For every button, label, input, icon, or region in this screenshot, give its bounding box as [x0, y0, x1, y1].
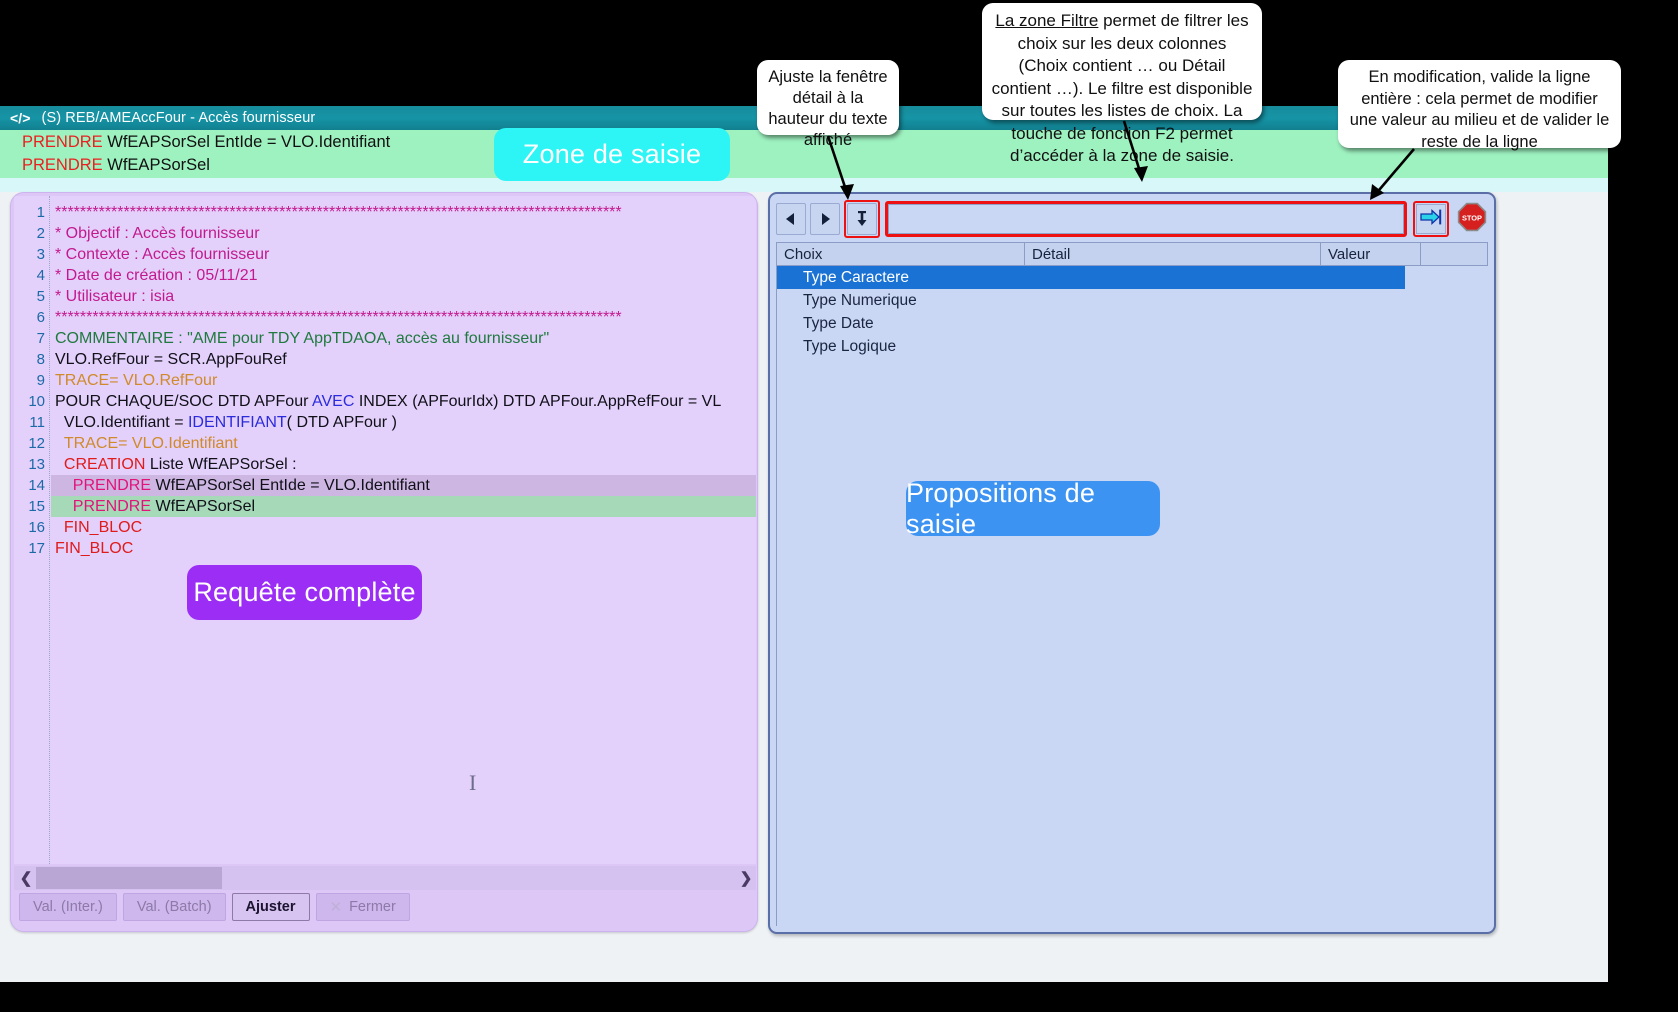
list-item[interactable]: Type Caractere: [777, 266, 1405, 289]
scroll-right-icon[interactable]: ❯: [739, 870, 753, 887]
column-header-detail[interactable]: Détail: [1025, 243, 1321, 265]
code-line[interactable]: TRACE= VLO.Identifiant: [63, 435, 238, 452]
callout-validate-line: En modification, valide la ligne entière…: [1338, 60, 1621, 151]
code-line[interactable]: POUR CHAQUE/SOC DTD APFour AVEC INDEX (A…: [55, 393, 722, 410]
code-line[interactable]: * Contexte : Accès fournisseur: [55, 246, 270, 263]
adjust-button-highlight: [844, 200, 880, 238]
code-line[interactable]: COMMENTAIRE : "AME pour TDY AppTDAOA, ac…: [55, 330, 550, 347]
list-item[interactable]: Type Numerique: [803, 291, 917, 309]
line-number: 7: [36, 330, 45, 347]
close-x-icon: ✕: [329, 899, 343, 916]
line-number: 3: [36, 246, 45, 263]
code-line[interactable]: CREATION Liste WfEAPSorSel :: [63, 456, 297, 473]
triangle-right-icon: [817, 211, 833, 227]
line-number: 10: [28, 393, 45, 410]
ajuster-button[interactable]: Ajuster: [231, 893, 310, 921]
application-window: </> (S) REB/AMEAccFour - Accès fournisse…: [0, 106, 1608, 982]
code-line[interactable]: * Objectif : Accès fournisseur: [55, 225, 260, 242]
horizontal-scrollbar[interactable]: ❮ ❯: [14, 866, 756, 890]
column-header-choix[interactable]: Choix: [777, 243, 1025, 265]
column-header-filler: [1421, 243, 1487, 265]
code-line[interactable]: * Utilisateur : isia: [55, 288, 175, 305]
line-number: 4: [36, 267, 45, 284]
line-number: 11: [29, 414, 45, 431]
fermer-button[interactable]: ✕ Fermer: [315, 893, 410, 921]
line-number: 1: [36, 204, 45, 221]
scrollbar-thumb[interactable]: [36, 867, 222, 889]
fermer-label: Fermer: [349, 899, 396, 915]
line-number: 2: [36, 225, 45, 242]
column-header-valeur[interactable]: Valeur: [1321, 243, 1421, 265]
triangle-left-icon: [783, 211, 799, 227]
code-line[interactable]: VLO.RefFour = SCR.AppFouRef: [55, 351, 287, 368]
entry-line-2[interactable]: PRENDRE WfEAPSorSel: [22, 156, 210, 175]
val-batch-button[interactable]: Val. (Batch): [122, 893, 226, 921]
svg-text:STOP: STOP: [1462, 213, 1482, 222]
entry-line-1-keyword: PRENDRE: [22, 133, 103, 151]
code-line[interactable]: PRENDRE WfEAPSorSel: [51, 496, 756, 517]
next-button[interactable]: [810, 203, 840, 235]
validate-line-button[interactable]: [1416, 204, 1446, 234]
stop-button[interactable]: STOP: [1456, 202, 1488, 237]
annotation-requete-complete: Requête complète: [187, 565, 422, 620]
filter-input[interactable]: [888, 204, 1404, 234]
validate-button-highlight: [1413, 201, 1449, 237]
arrow-right-to-line-icon: [1420, 208, 1442, 231]
line-number: 16: [28, 519, 45, 536]
scrollbar-track[interactable]: [36, 867, 736, 889]
list-item[interactable]: Type Logique: [803, 337, 897, 355]
line-number: 13: [28, 456, 45, 473]
filter-field-highlight: [885, 201, 1407, 237]
prev-button[interactable]: [776, 203, 806, 235]
window-title: (S) REB/AMEAccFour - Accès fournisseur: [41, 110, 316, 126]
callout-filter-rest: permet de filtrer les choix sur les deux…: [991, 11, 1253, 165]
line-number: 12: [28, 435, 45, 452]
entry-line-2-keyword: PRENDRE: [22, 156, 103, 174]
line-number: 6: [36, 309, 45, 326]
list-item[interactable]: Type Date: [803, 314, 874, 332]
code-line[interactable]: PRENDRE WfEAPSorSel EntIde = VLO.Identif…: [51, 475, 756, 496]
code-line[interactable]: VLO.Identifiant = IDENTIFIANT( DTD APFou…: [63, 414, 397, 431]
annotation-zone-de-saisie: Zone de saisie: [494, 128, 730, 181]
line-number: 15: [28, 498, 45, 515]
entry-line-1[interactable]: PRENDRE WfEAPSorSel EntIde = VLO.Identif…: [22, 133, 390, 152]
code-line[interactable]: TRACE= VLO.RefFour: [55, 372, 218, 389]
code-brackets-icon: </>: [10, 110, 31, 126]
callout-adjust-window: Ajuste la fenêtre détail à la hauteur du…: [757, 60, 899, 149]
proposals-toolbar: STOP: [776, 200, 1488, 238]
arrow-down-to-bar-icon: [854, 210, 870, 228]
code-line[interactable]: * Date de création : 05/11/21: [55, 267, 258, 284]
code-line[interactable]: ****************************************…: [55, 309, 622, 326]
line-number: 17: [28, 540, 45, 557]
val-inter-button[interactable]: Val. (Inter.): [19, 893, 117, 921]
entry-line-2-text: WfEAPSorSel: [102, 156, 210, 174]
text-cursor-icon: I: [469, 770, 477, 795]
stop-sign-icon: STOP: [1457, 202, 1487, 237]
line-number: 5: [36, 288, 45, 305]
adjust-detail-height-button[interactable]: [847, 203, 877, 235]
callout-filter-underlined: La zone Filtre: [995, 11, 1099, 30]
code-line[interactable]: ****************************************…: [55, 204, 622, 221]
editor-button-row: Val. (Inter.) Val. (Batch) Ajuster ✕ Fer…: [19, 893, 757, 923]
line-number: 9: [36, 372, 45, 389]
proposals-list-header: Choix Détail Valeur: [776, 242, 1488, 266]
entry-line-1-text: WfEAPSorSel EntIde = VLO.Identifiant: [102, 133, 391, 151]
code-line[interactable]: FIN_BLOC: [63, 519, 143, 536]
code-lines[interactable]: ****************************************…: [51, 202, 756, 862]
annotation-propositions-de-saisie: Propositions de saisie: [906, 478, 1160, 539]
scroll-left-icon[interactable]: ❮: [19, 870, 33, 887]
code-line[interactable]: FIN_BLOC: [55, 540, 134, 557]
line-number: 8: [36, 351, 45, 368]
callout-filter-zone: La zone Filtre permet de filtrer les cho…: [982, 3, 1262, 165]
line-number: 14: [28, 477, 45, 494]
